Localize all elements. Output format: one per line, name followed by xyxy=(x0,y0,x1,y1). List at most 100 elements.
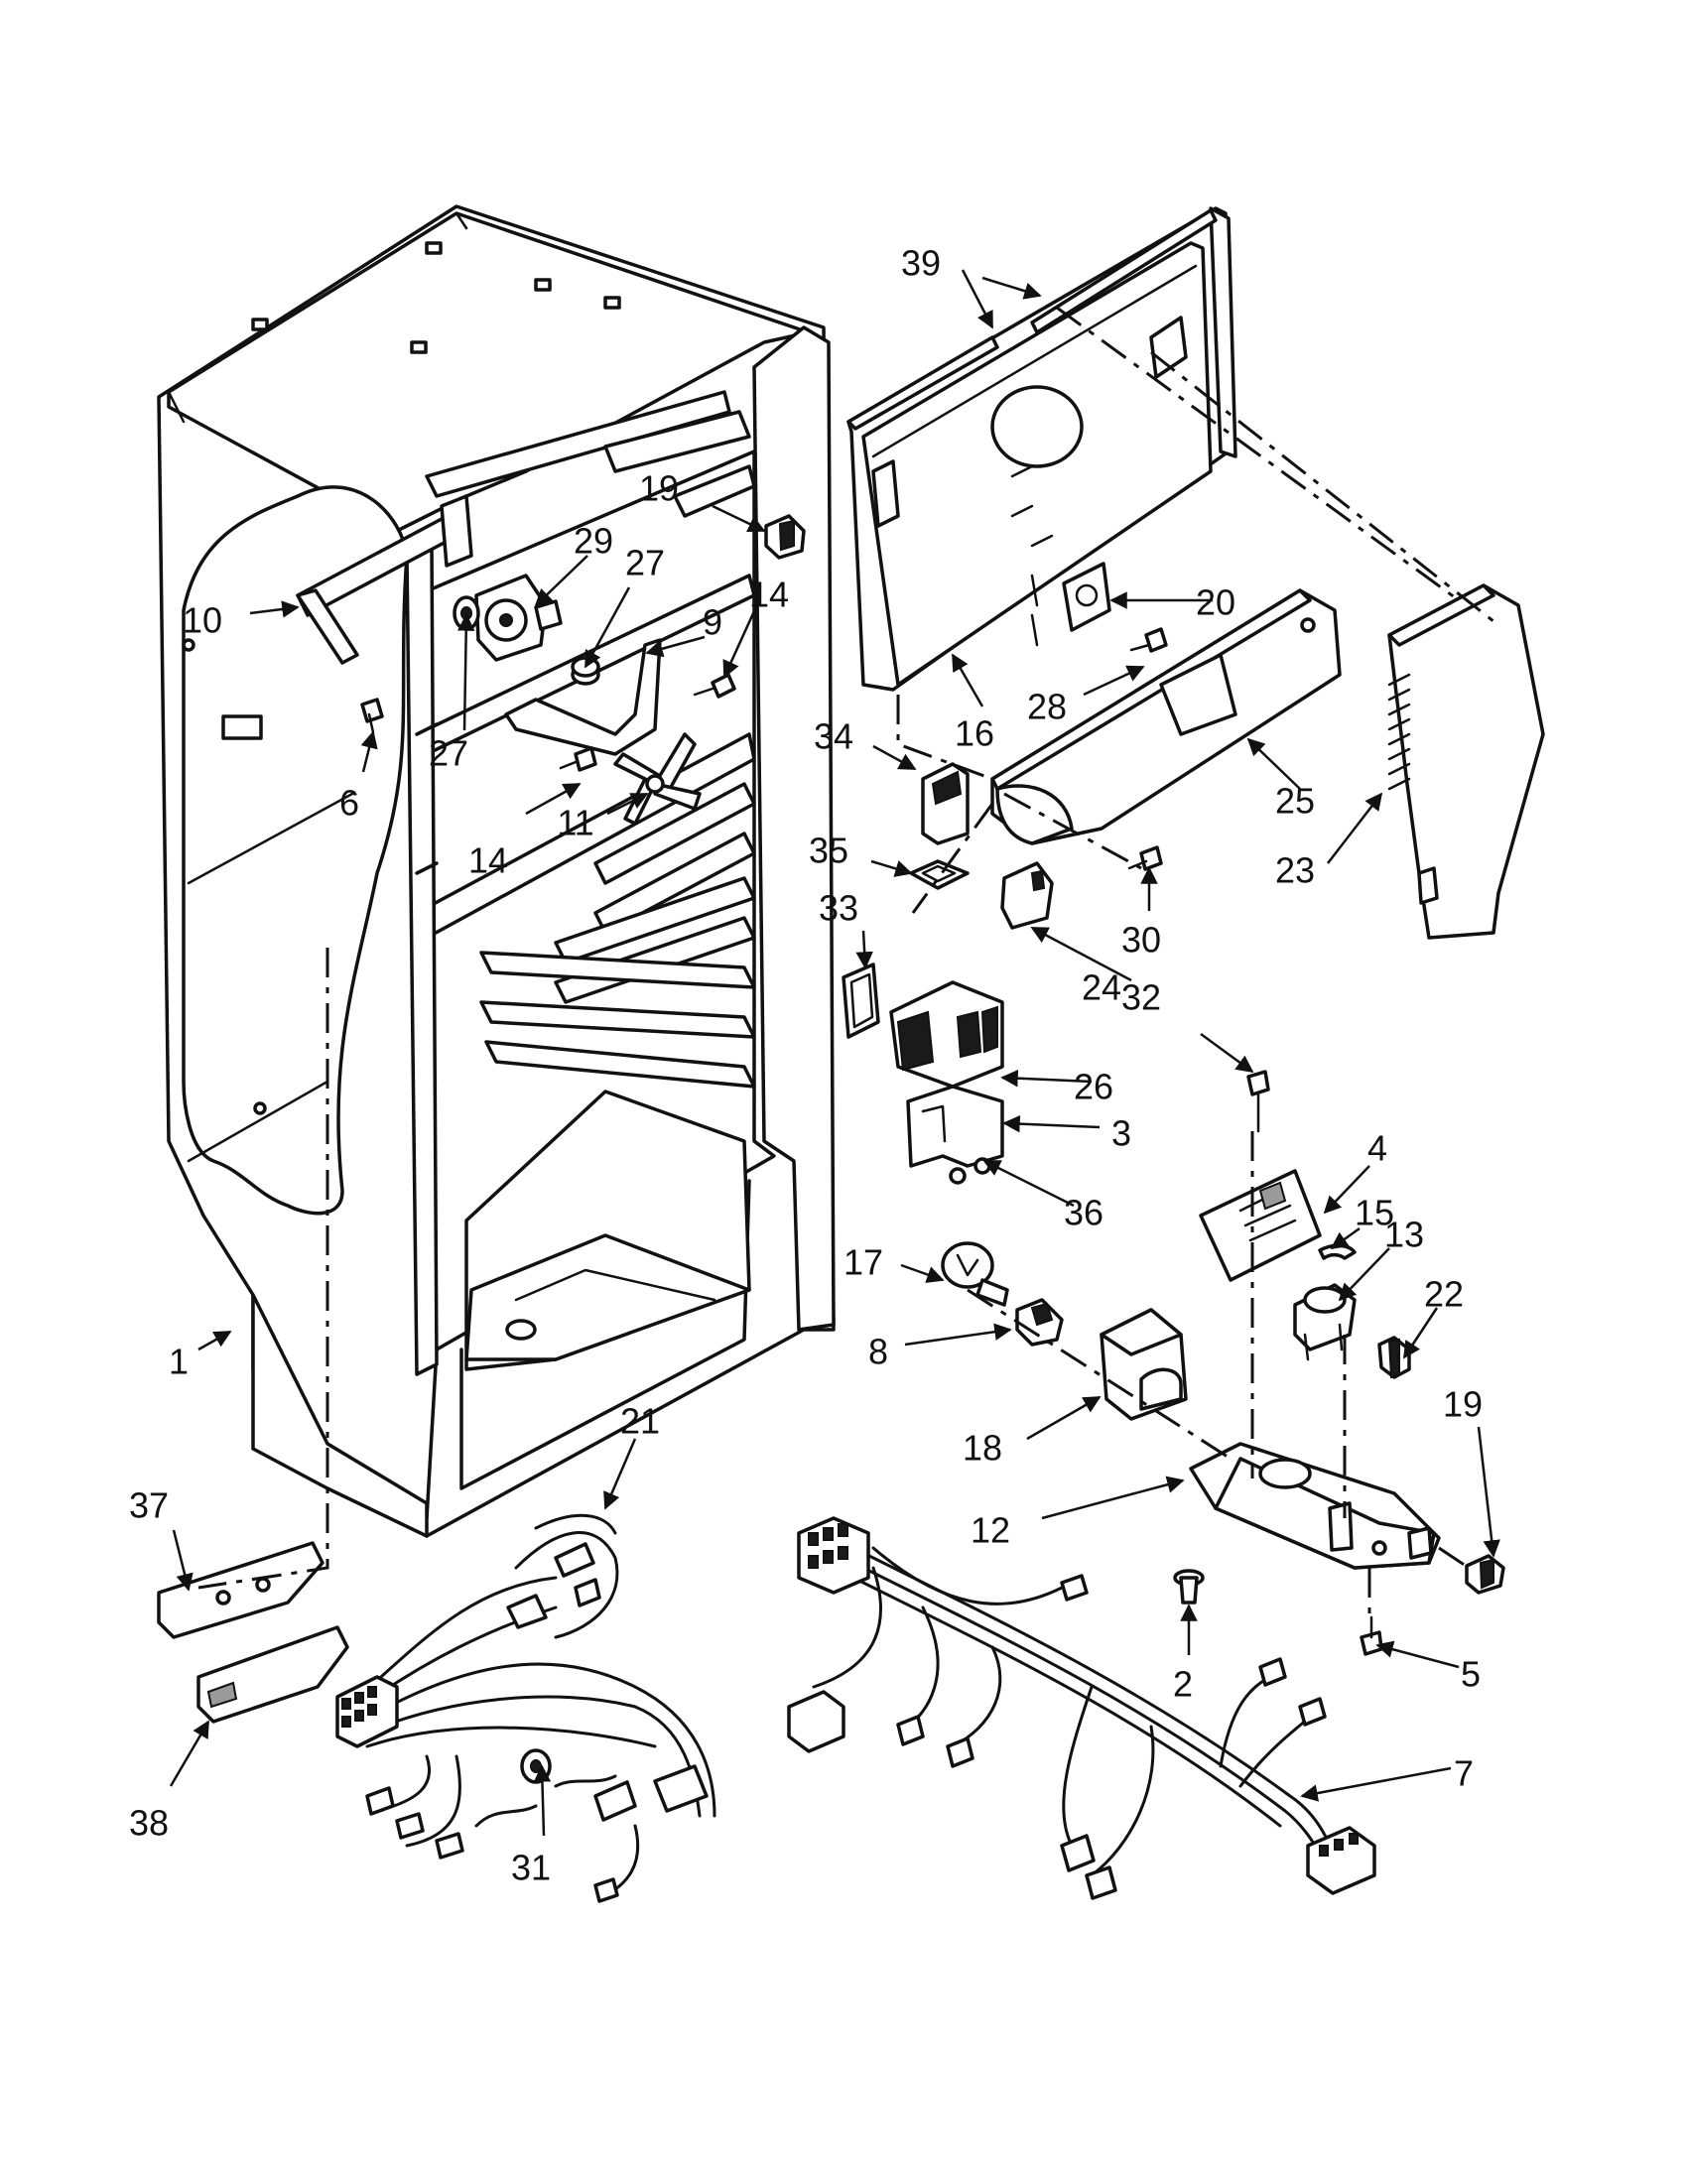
callout-leader-arrow xyxy=(1402,1307,1439,1359)
thermistor-clip xyxy=(1318,1243,1357,1260)
callout-number: 18 xyxy=(963,1428,1002,1469)
callout-c37: 37 xyxy=(129,1485,194,1592)
control-gasket xyxy=(842,963,880,1039)
evaporator-fan-motor xyxy=(474,574,563,662)
callout-number: 11 xyxy=(557,803,593,843)
light-housing xyxy=(990,588,1342,845)
callout-number: 1 xyxy=(169,1342,189,1382)
callout-leader-arrow xyxy=(1327,792,1383,864)
callout-c2: 2 xyxy=(1173,1604,1198,1705)
callout-leader-arrow xyxy=(172,1529,194,1592)
housing-screw xyxy=(1127,845,1163,871)
screw xyxy=(1360,1615,1383,1656)
fan-screw xyxy=(559,746,597,772)
callout-leader-arrow xyxy=(961,269,994,329)
callout-leader-arrow xyxy=(1041,1476,1185,1520)
callout-c8: 8 xyxy=(868,1323,1012,1372)
callout-c19a: 19 xyxy=(639,468,766,533)
callout-c7: 7 xyxy=(1300,1753,1474,1802)
callout-number: 39 xyxy=(901,243,941,284)
trim-piece-upper xyxy=(157,1541,324,1639)
callout-number: 12 xyxy=(971,1510,1010,1551)
harness-connector xyxy=(1465,1554,1505,1595)
mounting-screw xyxy=(1246,1070,1270,1133)
callout-number: 14 xyxy=(468,840,508,881)
fan-rail xyxy=(296,494,473,665)
callout-leader-arrow xyxy=(1375,1640,1460,1669)
callout-c6: 6 xyxy=(339,730,378,824)
callout-leader-arrow xyxy=(1330,1226,1361,1250)
callout-number: 27 xyxy=(625,543,665,583)
trim-piece-lower xyxy=(196,1625,349,1724)
callout-number: 14 xyxy=(749,575,789,615)
callout-c10: 10 xyxy=(183,600,300,641)
screw xyxy=(360,698,384,734)
harness-connector xyxy=(764,514,806,560)
light-socket xyxy=(1000,861,1054,930)
callout-number: 7 xyxy=(1454,1753,1474,1794)
callout-leader-arrow xyxy=(584,586,631,669)
cover-screw xyxy=(1129,627,1168,653)
control-tray xyxy=(1189,1442,1441,1570)
callout-number: 30 xyxy=(1121,920,1161,961)
callout-number: 19 xyxy=(639,468,679,509)
callout-leader-arrow xyxy=(534,555,588,607)
callout-c20: 20 xyxy=(1109,582,1235,623)
callout-leader-arrow xyxy=(870,859,913,877)
callout-c34: 34 xyxy=(814,716,917,771)
callout-c35: 35 xyxy=(809,831,913,877)
callout-c33: 33 xyxy=(819,888,873,969)
callout-leader-arrow xyxy=(855,930,873,969)
callout-number: 4 xyxy=(1367,1128,1387,1169)
wire-harness-right xyxy=(787,1516,1376,1900)
callout-c4: 4 xyxy=(1323,1128,1387,1215)
callout-c27a: 27 xyxy=(584,543,665,669)
rubber-grommet xyxy=(571,656,600,686)
callout-c26: 26 xyxy=(1000,1067,1113,1107)
callout-number: 8 xyxy=(868,1332,888,1372)
lamp-shield xyxy=(1100,1308,1188,1421)
callout-leader-arrow xyxy=(606,792,649,816)
callout-leader-arrow xyxy=(645,635,706,658)
callout-leader-arrow xyxy=(1200,1032,1254,1074)
callout-number: 27 xyxy=(429,733,468,774)
callout-c39: 39 xyxy=(901,243,1042,329)
control-housing xyxy=(889,980,1004,1089)
callout-number: 16 xyxy=(955,713,994,754)
callout-leader-arrow xyxy=(1338,1247,1390,1302)
wire-harness-left xyxy=(335,1513,716,1903)
callout-number: 20 xyxy=(1196,582,1235,623)
callout-leader-arrow xyxy=(872,744,917,771)
callout-c38: 38 xyxy=(129,1720,210,1844)
callout-c14a: 14 xyxy=(722,575,789,679)
callout-number: 24 xyxy=(1082,967,1121,1008)
callout-leader-arrow xyxy=(904,1323,1012,1347)
callout-leader-arrow xyxy=(1000,1069,1093,1088)
light-bulb xyxy=(941,1241,1009,1307)
callout-c29: 29 xyxy=(534,521,613,607)
callout-c28: 28 xyxy=(1027,665,1145,727)
callout-leader-arrow xyxy=(712,504,766,533)
cover-gaskets xyxy=(846,206,1237,458)
callout-number: 33 xyxy=(819,888,858,929)
callout-leader-arrow xyxy=(951,653,984,707)
evaporator-cover xyxy=(846,206,1231,692)
callout-number: 28 xyxy=(1027,687,1067,727)
callout-leader-arrow xyxy=(533,1764,552,1837)
callout-c5: 5 xyxy=(1375,1640,1481,1695)
callout-leader-arrow xyxy=(169,1720,210,1787)
insulation-pad xyxy=(1062,562,1111,632)
callout-c18: 18 xyxy=(963,1395,1102,1469)
air-duct-tower xyxy=(1387,583,1545,940)
callout-number: 10 xyxy=(183,600,222,641)
callout-c1: 1 xyxy=(169,1330,232,1382)
callout-c22: 22 xyxy=(1402,1274,1464,1359)
callout-leader-arrow xyxy=(1300,1766,1452,1802)
callout-c9: 9 xyxy=(645,602,722,658)
control-board xyxy=(1199,1169,1322,1282)
callout-number: 32 xyxy=(1121,977,1161,1018)
shelf-rails xyxy=(479,782,756,1089)
callout-leader-arrow xyxy=(1030,926,1132,982)
